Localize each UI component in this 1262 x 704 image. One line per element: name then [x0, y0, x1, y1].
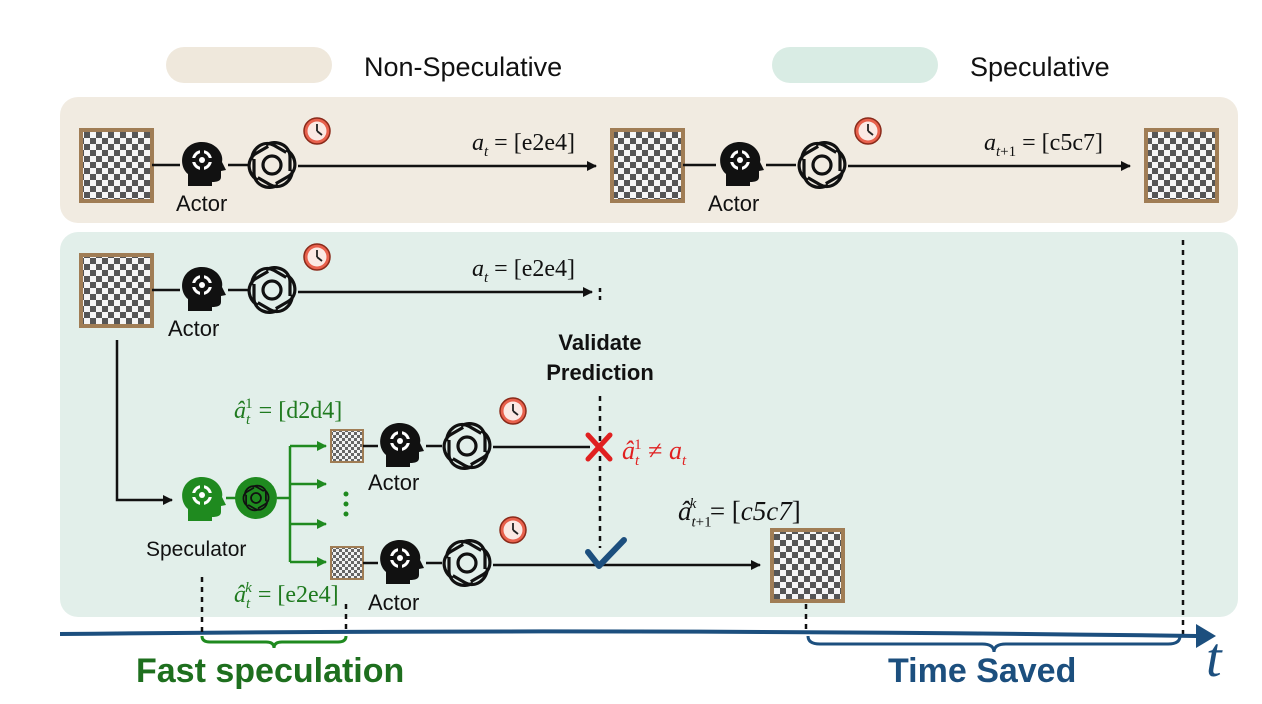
speculative-panel: [60, 232, 1238, 617]
fast-speculation-label: Fast speculation: [136, 652, 405, 690]
time-axis-arrowhead: [1196, 624, 1216, 648]
actor-label: Actor: [368, 470, 420, 495]
action-label: at = [e2e4]: [472, 130, 575, 160]
prediction-label-1: ât1 = [d2d4]: [234, 396, 343, 428]
speculation-path: [115, 340, 173, 505]
chessboard-icon: [610, 128, 685, 203]
actor-label: Actor: [708, 191, 760, 216]
legend-speculative: Speculative: [970, 52, 1110, 82]
validate-prediction-label: Validate Prediction: [546, 330, 654, 385]
action-label: at = [e2e4]: [472, 256, 575, 286]
legend-chip-speculative: [772, 47, 938, 83]
error-x-icon: [585, 432, 613, 462]
clock-icon: [303, 117, 331, 145]
vertical-dots-icon: [343, 491, 349, 517]
actor-label: Actor: [368, 590, 420, 615]
legend-non-speculative: Non-Speculative: [364, 52, 563, 82]
chessboard-icon: [330, 546, 364, 580]
time-axis: [60, 629, 1196, 638]
chessboard-icon: [79, 253, 154, 328]
action-label: at+1 = [c5c7]: [984, 130, 1103, 160]
speculative-result-label: ât+1k = [c5c7]: [678, 496, 801, 531]
fast-speculation-brace: [200, 635, 348, 649]
clock-icon: [854, 117, 882, 145]
chessboard-icon: [770, 528, 845, 603]
chessboard-icon: [1144, 128, 1219, 203]
clock-icon: [499, 516, 527, 544]
legend-chip-non-speculative: [166, 47, 332, 83]
time-saved-brace: [806, 635, 1182, 653]
time-axis-label: t: [1206, 627, 1222, 689]
speculator-llm-badge: [235, 477, 277, 519]
actor-label: Actor: [168, 316, 220, 341]
clock-icon: [303, 243, 331, 271]
clock-icon: [499, 397, 527, 425]
chessboard-icon: [330, 429, 364, 463]
chessboard-icon: [79, 128, 154, 203]
actor-label: Actor: [176, 191, 228, 216]
checkmark-icon: [585, 537, 627, 569]
speculator-label: Speculator: [146, 538, 247, 561]
prediction-label-k: âtk = [e2e4]: [234, 580, 339, 612]
mismatch-label: ât1 ≠ at: [622, 436, 687, 470]
time-saved-label: Time Saved: [888, 652, 1077, 690]
